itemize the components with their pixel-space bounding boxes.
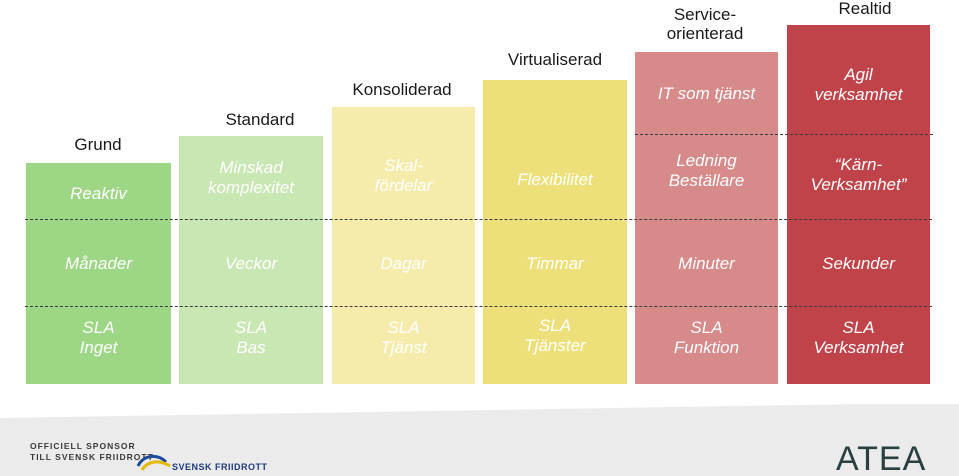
column-time-realtid: Sekunder: [822, 254, 895, 273]
column-bar-konsoliderad: [332, 107, 475, 384]
column-top-text-virtualiserad: Flexibilitet: [517, 170, 593, 189]
atea-logo-text: ATEA: [836, 440, 926, 474]
column-top-text-standard: Minskad komplexitet: [208, 158, 294, 197]
column-time-serviceorienterad: Minuter: [678, 254, 735, 273]
svensk-friidrott-logo-icon: [136, 455, 171, 471]
column-title-standard: Standard: [225, 110, 295, 129]
column-time-virtualiserad: Timmar: [526, 254, 584, 273]
column-sla-standard: SLA Bas: [234, 318, 268, 357]
column-top-text-grund: Reaktiv: [70, 184, 127, 203]
column-sla-virtualiserad: SLA Tjänster: [524, 316, 586, 355]
column-time-standard: Veckor: [224, 254, 278, 273]
column-top-text-konsoliderad: Skal- fördelar: [374, 156, 433, 195]
column-upper-text-serviceorienterad: IT som tjänst: [657, 84, 756, 103]
atea-logo: ATEA: [836, 440, 926, 474]
dashed-divider-middle: [25, 219, 932, 220]
column-sla-grund: SLA Inget: [79, 318, 118, 357]
column-title-konsoliderad: Konsoliderad: [352, 80, 452, 99]
column-top-text-serviceorienterad: Ledning Beställare: [668, 151, 745, 190]
column-title-realtid: Realtid: [838, 0, 892, 18]
column-bar-virtualiserad: [483, 80, 627, 384]
sponsor-line-1: OFFICIELL SPONSOR: [30, 441, 136, 451]
footer-band: [0, 404, 959, 476]
federation-name: SVENSK FRIIDROTT: [172, 462, 268, 472]
column-title-grund: Grund: [74, 135, 122, 154]
column-upper-text-realtid: Agil verksamhet: [814, 65, 903, 104]
sponsor-text: OFFICIELL SPONSOR TILL SVENSK FRIIDROTT: [30, 441, 154, 463]
column-time-konsoliderad: Dagar: [380, 254, 427, 273]
column-bar-realtid: [787, 25, 930, 384]
dashed-divider-lower: [25, 306, 932, 307]
column-top-text-realtid: “Kärn- Verksamhet”: [810, 155, 907, 194]
column-title-virtualiserad: Virtualiserad: [507, 50, 603, 69]
column-sla-konsoliderad: SLA Tjänst: [380, 318, 427, 357]
column-bar-standard: [179, 136, 323, 384]
column-time-grund: Månader: [64, 254, 133, 273]
sponsor-line-2: TILL SVENSK FRIIDROTT: [30, 452, 154, 462]
column-sla-serviceorienterad: SLA Funktion: [673, 318, 740, 357]
column-bar-serviceorienterad: [635, 52, 778, 384]
dashed-divider-upper: [635, 134, 933, 135]
column-title-serviceorienterad: Service- orienterad: [666, 5, 744, 43]
column-sla-realtid: SLA Verksamhet: [813, 318, 904, 357]
column-bar-grund: [26, 163, 171, 384]
